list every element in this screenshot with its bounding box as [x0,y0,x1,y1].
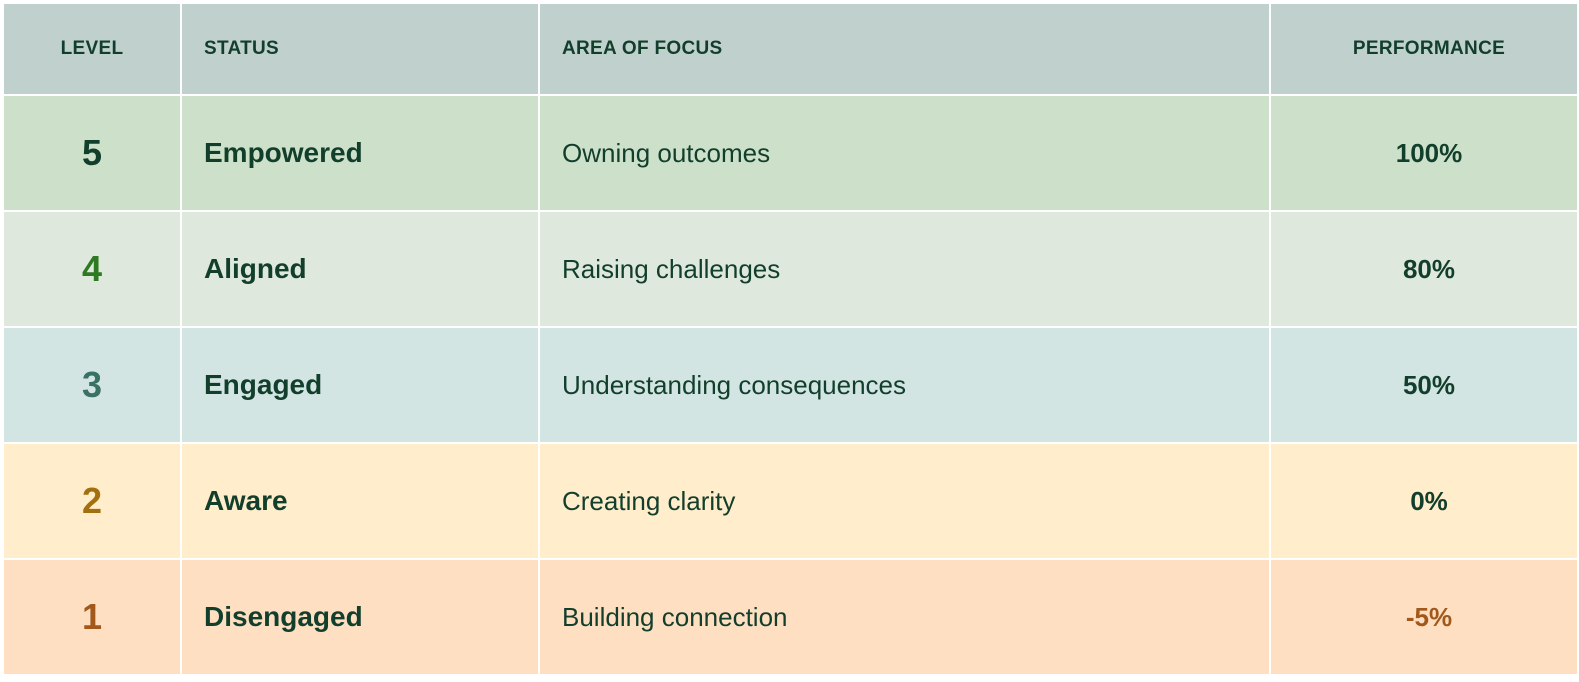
performance-cell: 100% [1269,94,1579,212]
header-performance: PERFORMANCE [1269,2,1579,96]
status-cell: Aligned [180,210,540,328]
focus-cell: Building connection [538,558,1271,676]
performance-cell: -5% [1269,558,1579,676]
level-cell: 1 [2,558,182,676]
status-cell: Engaged [180,326,540,444]
level-cell: 5 [2,94,182,212]
header-area-of-focus: AREA OF FOCUS [538,2,1271,96]
table-row: 1 Disengaged Building connection -5% [2,558,1579,676]
table-row: 5 Empowered Owning outcomes 100% [2,94,1579,212]
level-cell: 2 [2,442,182,560]
header-level: LEVEL [2,2,182,96]
level-cell: 4 [2,210,182,328]
table-row: 4 Aligned Raising challenges 80% [2,210,1579,328]
status-cell: Empowered [180,94,540,212]
focus-cell: Raising challenges [538,210,1271,328]
focus-cell: Creating clarity [538,442,1271,560]
table-row: 3 Engaged Understanding consequences 50% [2,326,1579,444]
table-header-row: LEVEL STATUS AREA OF FOCUS PERFORMANCE [2,2,1579,96]
table-row: 2 Aware Creating clarity 0% [2,442,1579,560]
performance-cell: 80% [1269,210,1579,328]
performance-cell: 50% [1269,326,1579,444]
focus-cell: Understanding consequences [538,326,1271,444]
status-cell: Aware [180,442,540,560]
focus-cell: Owning outcomes [538,94,1271,212]
level-cell: 3 [2,326,182,444]
status-cell: Disengaged [180,558,540,676]
performance-cell: 0% [1269,442,1579,560]
header-status: STATUS [180,2,540,96]
